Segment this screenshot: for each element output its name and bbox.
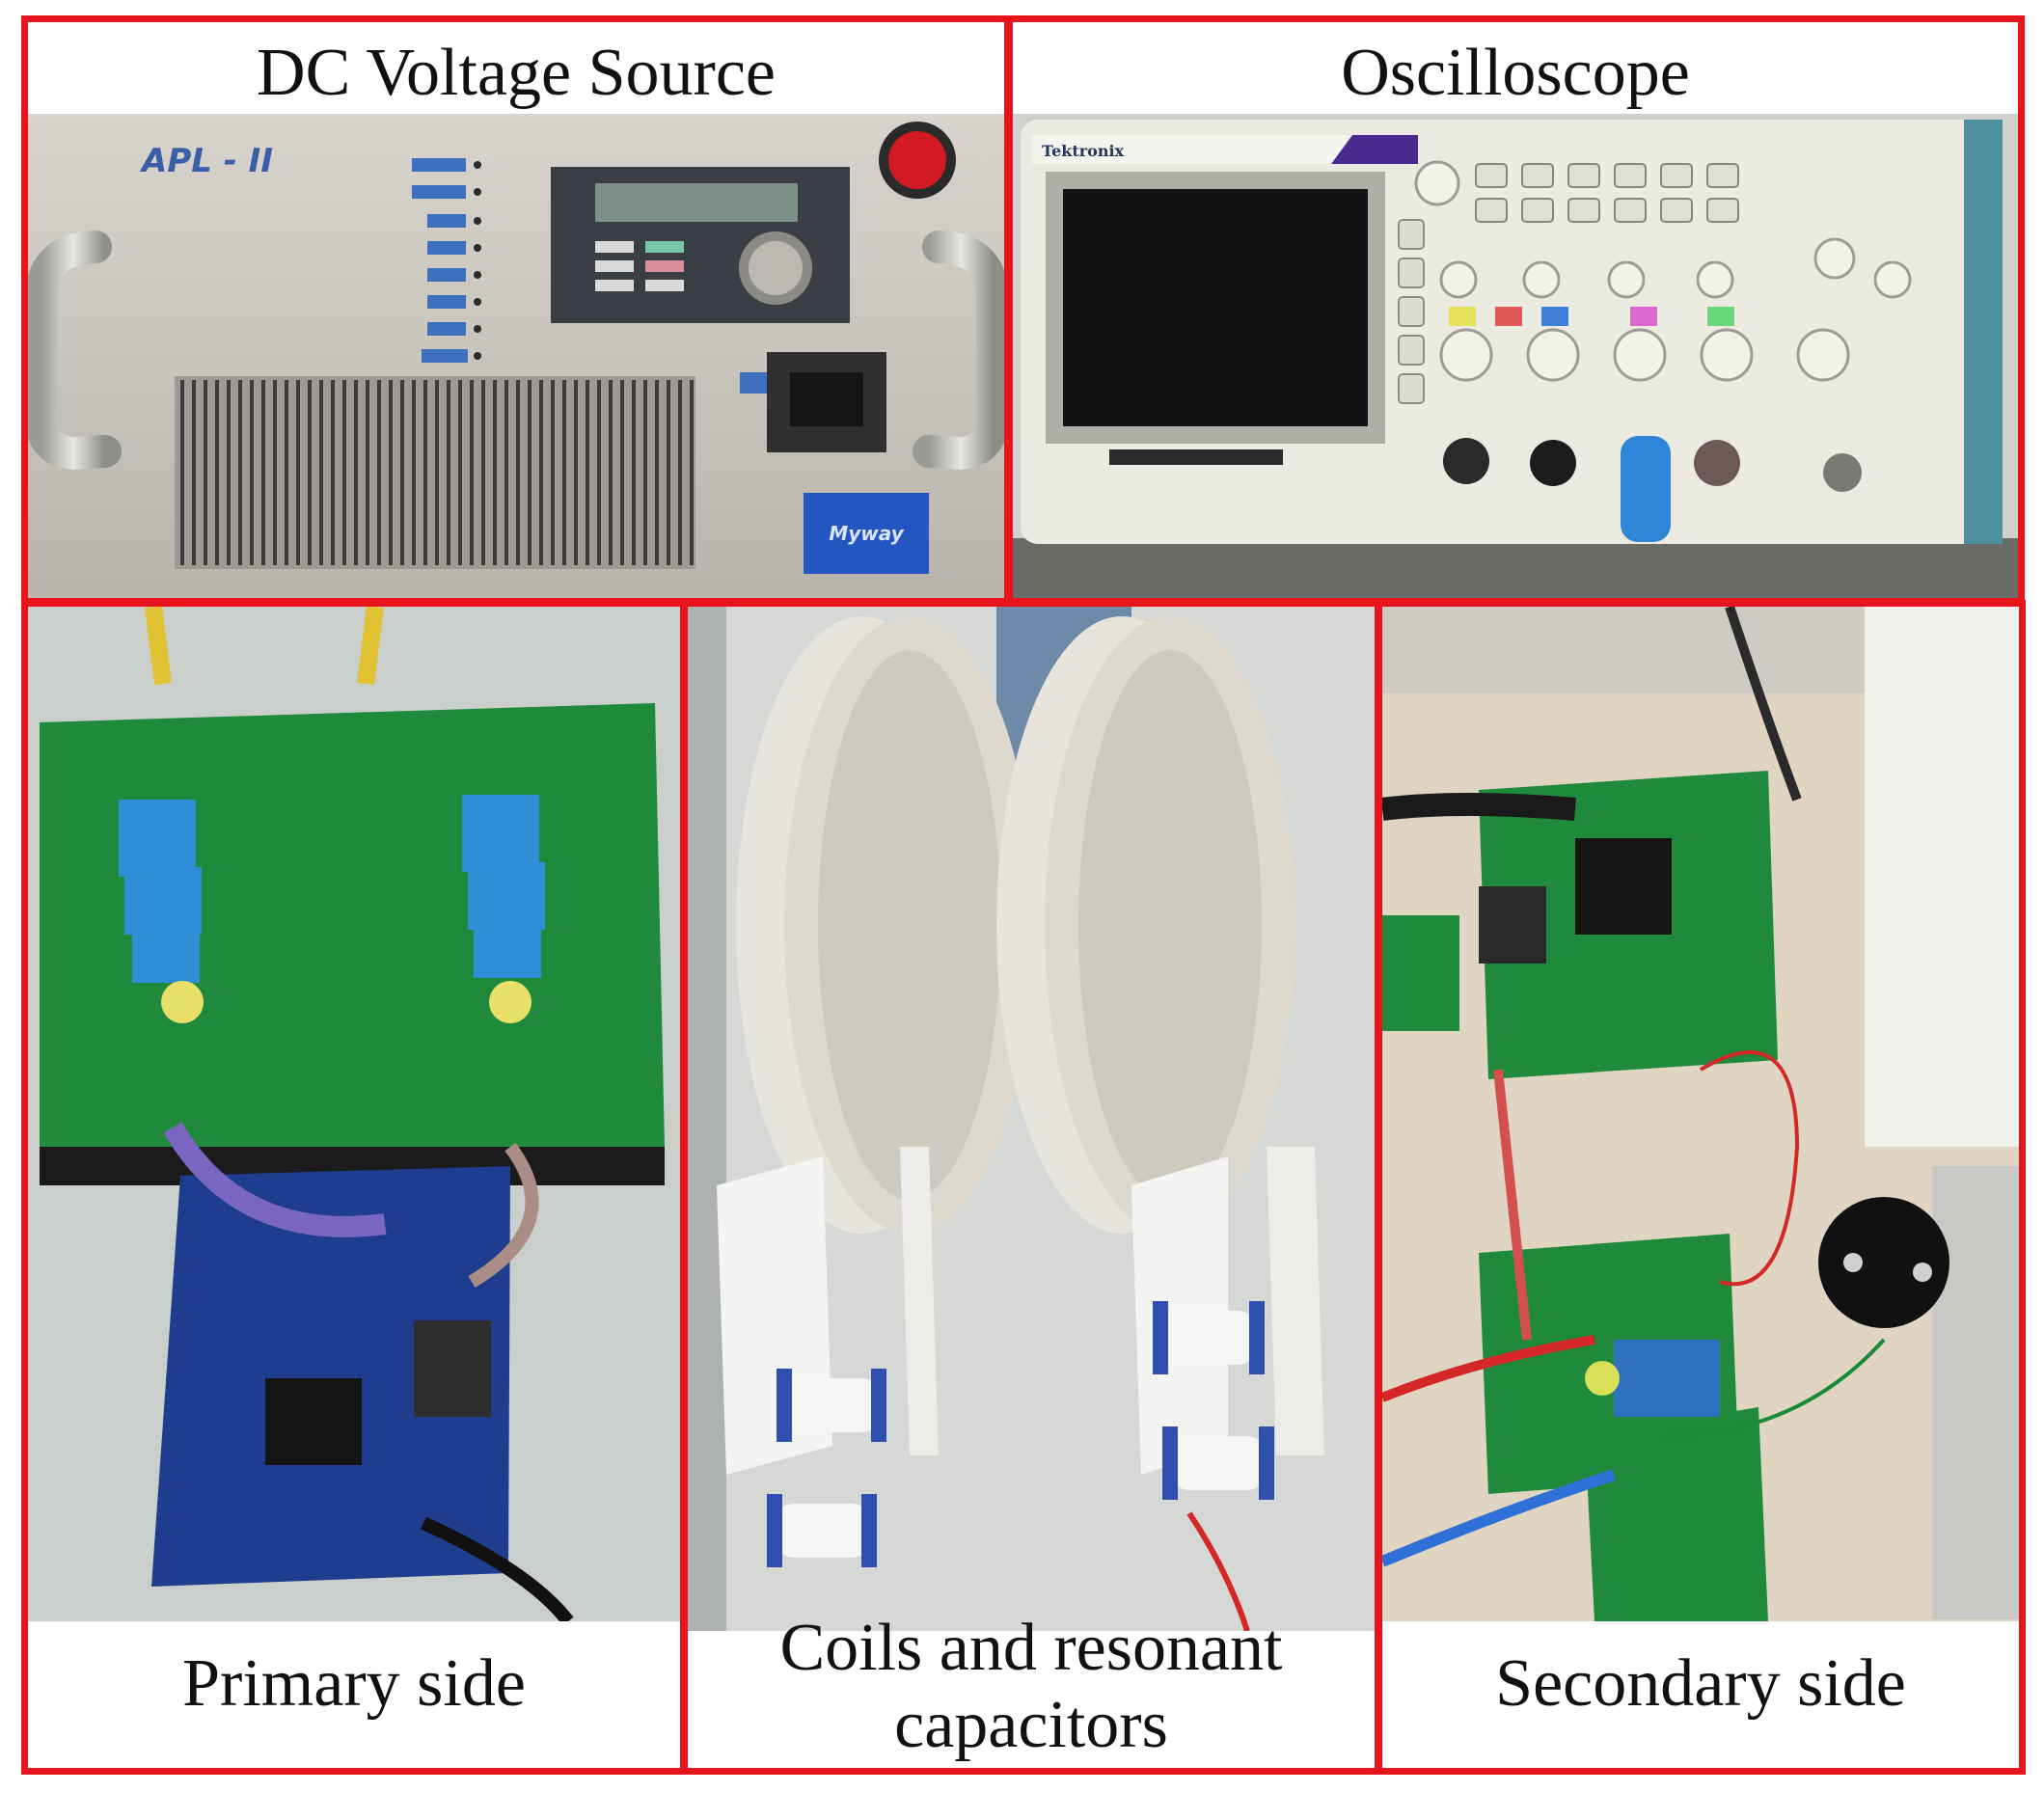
myway-logo: Myway <box>829 522 904 545</box>
coils-photo <box>688 607 1375 1631</box>
tektronix-logo: Tektronix <box>1042 142 1125 160</box>
secondary-side-label: Secondary side <box>1495 1646 1906 1721</box>
dc-voltage-source-panel: DC Voltage Source APL - II <box>21 15 1011 605</box>
secondary-side-photo <box>1382 607 2019 1621</box>
primary-side-panel: Primary side <box>21 600 687 1775</box>
coils-label-line1: Coils and resonant <box>779 1611 1283 1685</box>
dc-voltage-source-label: DC Voltage Source <box>257 36 776 110</box>
dc-voltage-source-photo: APL - II <box>28 114 1004 598</box>
oscilloscope-photo: Tektronix <box>1013 114 2018 598</box>
secondary-side-panel: Secondary side <box>1376 600 2026 1775</box>
coils-capacitors-label: Coils and resonant capacitors <box>688 1610 1375 1764</box>
oscilloscope-panel: Oscilloscope Tektronix <box>1006 15 2025 605</box>
oscilloscope-label: Oscilloscope <box>1341 36 1690 110</box>
apl-logo: APL - II <box>139 142 273 180</box>
coils-label-line2: capacitors <box>894 1688 1168 1762</box>
primary-side-photo <box>28 607 680 1621</box>
primary-side-label: Primary side <box>182 1646 526 1721</box>
coils-capacitors-panel: Coils and resonant capacitors <box>681 600 1381 1775</box>
